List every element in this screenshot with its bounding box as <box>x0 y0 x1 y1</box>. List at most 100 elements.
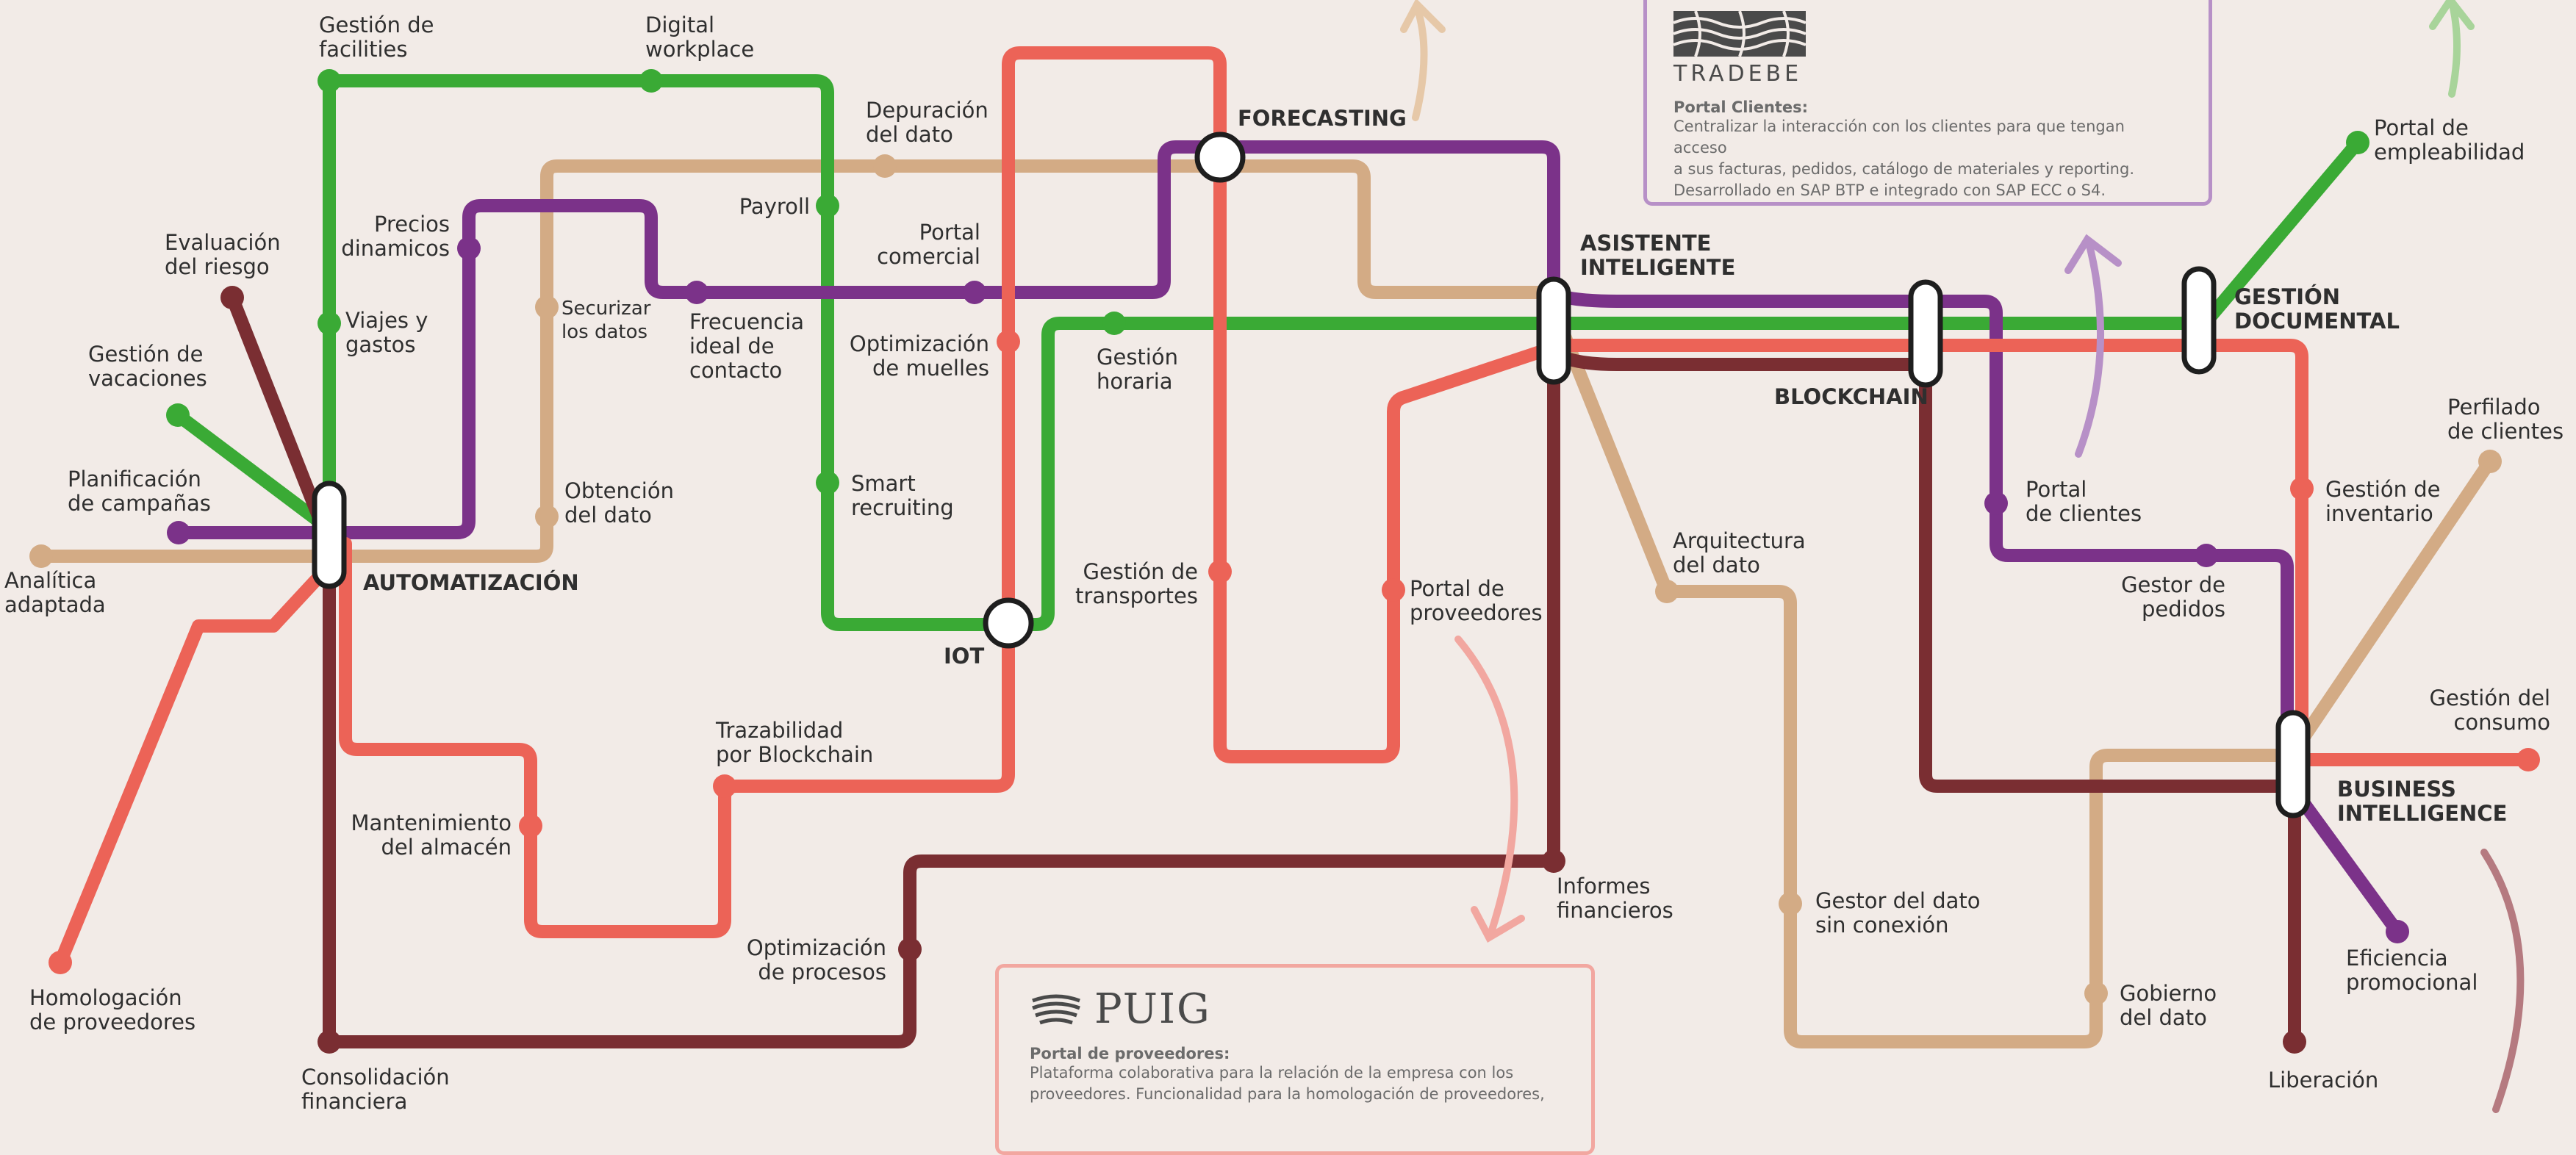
arrow-maroon <box>2480 849 2525 1113</box>
station-dot <box>2346 131 2369 154</box>
puig-card-title: Portal de proveedores: <box>1030 1045 1230 1062</box>
green-branch-vacaciones <box>171 409 336 536</box>
station-dot <box>1984 492 2008 515</box>
tradebe-logo-text: TRADEBE <box>1673 61 1803 87</box>
station-dot <box>2290 477 2314 500</box>
puig-logo-icon <box>1032 994 1080 1024</box>
puig-logo: PUIG <box>1030 985 1560 1033</box>
label-payroll: Payroll <box>739 194 810 219</box>
station-dots <box>29 69 2540 1054</box>
arrow-green <box>2429 0 2475 98</box>
hub-forecasting-marker <box>1194 132 1246 183</box>
puig-card-line: Plataforma colaborativa para la relación… <box>1030 1064 1514 1082</box>
station-dot <box>317 1030 341 1054</box>
hub-iot-label: IOT <box>944 644 984 669</box>
coral-line-main <box>339 46 2535 938</box>
hub-gestion-documental-label: GESTIÓN <box>2234 284 2340 309</box>
station-dot <box>1208 560 1232 583</box>
hub-automatizacion-label: AUTOMATIZACIÓN <box>363 570 579 595</box>
station-dot <box>816 471 839 494</box>
hub-bi-label-2: INTELLIGENCE <box>2337 801 2507 826</box>
coral-line <box>54 559 336 969</box>
metro-map: AUTOMATIZACIÓN FORECASTING IOT ASISTENTE… <box>4 0 2564 1114</box>
station-dot <box>2084 982 2108 1005</box>
station-dot <box>1655 580 1679 603</box>
station-dot <box>873 154 897 178</box>
station-dot <box>639 69 663 93</box>
station-dot <box>713 774 736 798</box>
station-dot <box>2478 450 2502 473</box>
station-dot <box>1102 312 1126 335</box>
hub-gestion-documental-marker <box>2181 266 2217 375</box>
hub-blockchain-label: BLOCKCHAIN <box>1774 384 1929 409</box>
puig-card: PUIG Portal de proveedores: Plataforma c… <box>995 964 1595 1155</box>
station-dot <box>535 505 559 528</box>
hub-bi-marker <box>2275 710 2311 818</box>
hub-automatizacion-marker <box>312 481 347 589</box>
hub-forecasting-label: FORECASTING <box>1238 106 1407 131</box>
tradebe-card-line: Desarrollado en SAP BTP e integrado con … <box>1673 181 2106 199</box>
puig-card-line: proveedores. Funcionalidad para la homol… <box>1030 1085 1545 1103</box>
station-dot <box>317 312 341 335</box>
arrow-tan <box>1400 0 1446 121</box>
arrow-purple <box>2064 234 2122 458</box>
purple-line <box>172 140 2404 938</box>
station-dot <box>1779 892 1802 915</box>
station-dot <box>1382 578 1405 602</box>
station-dot <box>2283 1030 2306 1054</box>
tan-line <box>35 159 1566 563</box>
hub-bi-label: BUSINESS <box>2337 777 2456 802</box>
tradebe-card: TRADEBE Portal Clientes: Centralizar la … <box>1643 0 2212 206</box>
station-dot <box>535 295 559 319</box>
station-dot <box>220 286 244 309</box>
hub-blockchain-marker <box>1908 279 1943 388</box>
hub-asistente-label-2: INTELIGENTE <box>1580 255 1735 280</box>
station-dot <box>49 951 72 974</box>
station-dot <box>997 330 1020 353</box>
station-dot <box>2516 748 2540 771</box>
tradebe-card-line: Centralizar la interacción con los clien… <box>1673 118 2125 156</box>
tradebe-card-line: a sus facturas, pedidos, catálogo de mat… <box>1673 160 2134 178</box>
tan-line-arquitectura <box>1553 317 2497 1048</box>
tradebe-card-title: Portal Clientes: <box>1673 98 1809 116</box>
station-dot <box>29 544 53 568</box>
hub-gestion-documental-label-2: DOCUMENTAL <box>2234 309 2400 334</box>
station-dot <box>457 237 481 260</box>
hub-iot-marker <box>983 597 1034 649</box>
tradebe-logo: TRADEBE <box>1673 11 2182 87</box>
station-dot <box>2195 544 2218 567</box>
station-dot <box>317 69 341 93</box>
hub-asistente-label: ASISTENTE <box>1580 231 1711 256</box>
